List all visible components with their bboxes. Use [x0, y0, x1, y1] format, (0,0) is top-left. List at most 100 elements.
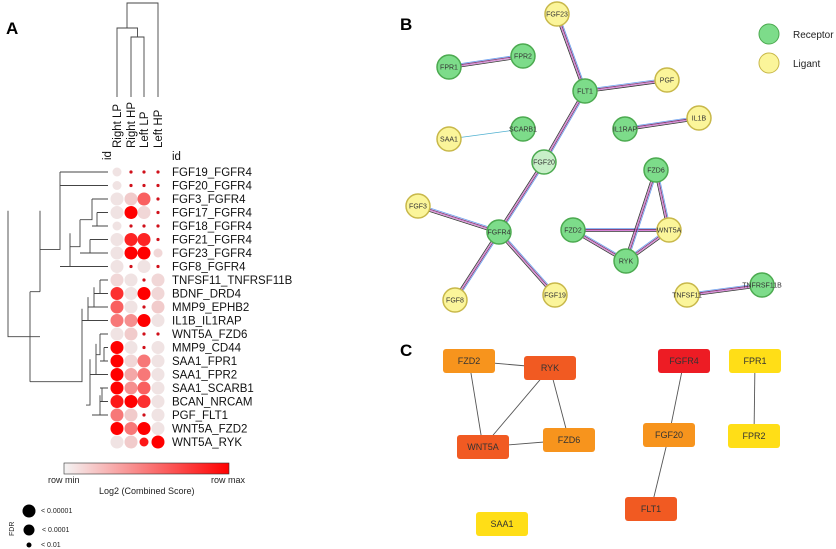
- row-header-label: id: [102, 151, 114, 160]
- row-label: SAA1_SCARB1: [172, 383, 254, 395]
- row-label: FGF3_FGFR4: [172, 194, 246, 206]
- heatmap-dot: [137, 368, 151, 381]
- fdr-legend-label: < 0.00001: [41, 508, 72, 515]
- heatmap-dot: [129, 224, 133, 228]
- network-node: [442, 287, 468, 313]
- heatmap-dot: [156, 224, 160, 228]
- network-node: [613, 248, 639, 274]
- heatmap-dot: [156, 170, 160, 174]
- network-node: [643, 157, 669, 183]
- heatmap-dot: [124, 206, 138, 219]
- heatmap-dot: [151, 368, 165, 381]
- network-node-label: SAA1: [490, 519, 513, 529]
- heatmap-dot: [151, 273, 165, 287]
- heatmap-dot: [112, 167, 122, 177]
- heatmap-dot: [142, 305, 146, 309]
- network-edge: [668, 360, 685, 436]
- row-label: FGF19_FGFR4: [172, 167, 252, 179]
- heatmap-dot: [137, 381, 151, 395]
- heatmap-dot: [156, 210, 160, 215]
- panel-label-a: A: [6, 19, 18, 38]
- row-label: FGF18_FGFR4: [172, 221, 252, 233]
- heatmap-dot: [110, 422, 124, 435]
- network-edge: [453, 230, 501, 302]
- row-label: BCAN_NRCAM: [172, 397, 253, 409]
- row-label: FGF8_FGFR4: [172, 262, 246, 274]
- network-edge: [497, 160, 546, 234]
- network-edge: [624, 169, 658, 262]
- network-node: [436, 126, 462, 152]
- heatmap-dot: [142, 345, 146, 350]
- heatmap-dot: [124, 408, 138, 422]
- heatmap-dot: [142, 413, 146, 417]
- legend-swatch: [758, 23, 780, 45]
- heatmap-dot: [112, 221, 122, 231]
- legend-label: Ligant: [793, 59, 820, 70]
- network-node-label: IL1B: [692, 116, 707, 123]
- network-node-label: FLT1: [641, 504, 661, 514]
- heatmap-dot: [137, 422, 151, 435]
- network-node: [524, 356, 576, 380]
- heatmap-dot: [110, 381, 124, 395]
- heatmap-dot: [142, 332, 146, 336]
- heatmap-dot: [110, 233, 124, 246]
- heatmap-dot: [110, 260, 124, 273]
- network-node-label: TNFSF11: [672, 293, 702, 300]
- network-node-label: SAA1: [440, 137, 458, 144]
- network-node: [658, 349, 710, 373]
- network-edge: [417, 204, 500, 234]
- heatmap-dot: [151, 314, 165, 327]
- heatmap-dot: [142, 183, 146, 188]
- heatmap-dot: [110, 192, 124, 206]
- heatmap-dot: [137, 246, 151, 260]
- heatmap-dot: [137, 354, 151, 368]
- heatmap-dot: [110, 395, 124, 408]
- fdr-legend-label: < 0.0001: [42, 527, 70, 534]
- heatmap-dot: [110, 435, 124, 449]
- network-node: [510, 43, 536, 69]
- network-node: [674, 282, 700, 308]
- network-edge: [482, 367, 551, 448]
- row-label: IL1B_IL1RAP: [172, 316, 242, 328]
- network-node-label: WNT5A: [657, 228, 682, 235]
- heatmap-dot: [129, 264, 133, 269]
- fdr-legend-dot-large: [22, 504, 36, 518]
- network-node: [656, 217, 682, 243]
- network-node-label: FZD2: [458, 356, 481, 366]
- network-node: [544, 1, 570, 27]
- network-node-label: IL1RAP: [613, 127, 637, 134]
- heatmap-dot: [124, 354, 138, 368]
- network-node: [729, 349, 781, 373]
- network-node: [560, 217, 586, 243]
- network-node: [625, 497, 677, 521]
- heatmap-dot: [156, 237, 160, 242]
- network-node-label: FZD6: [558, 435, 581, 445]
- heatmap-dot: [151, 395, 165, 408]
- heatmap-dot: [129, 183, 133, 188]
- column-label: Right LP: [112, 104, 124, 148]
- network-edge: [542, 89, 587, 164]
- fdr-legend-dot-medium: [23, 524, 35, 536]
- row-label: FGF23_FGFR4: [172, 248, 252, 260]
- network-node: [510, 116, 536, 142]
- network-node-label: PGF: [660, 78, 674, 85]
- heatmap-dot: [151, 381, 165, 395]
- heatmap-dot: [137, 206, 151, 219]
- heatmap-dot: [137, 314, 151, 327]
- heatmap-dot: [142, 224, 146, 228]
- network-node-label: RYK: [541, 363, 559, 373]
- network-edge: [497, 230, 557, 297]
- heatmap-dot: [156, 332, 160, 336]
- row-label: FGF21_FGFR4: [172, 235, 252, 247]
- network-node-label: WNT5A: [467, 442, 499, 452]
- heatmap-dot: [137, 260, 151, 273]
- network-node: [654, 67, 680, 93]
- colorbar-max-label: row max: [211, 475, 246, 485]
- row-label: SAA1_FPR2: [172, 370, 237, 382]
- network-node-label: FPR1: [440, 65, 458, 72]
- heatmap-dot: [110, 287, 124, 300]
- fdr-legend-title: FDR: [9, 522, 16, 536]
- heatmap-dot: [129, 170, 133, 174]
- heatmap-dot: [151, 408, 165, 422]
